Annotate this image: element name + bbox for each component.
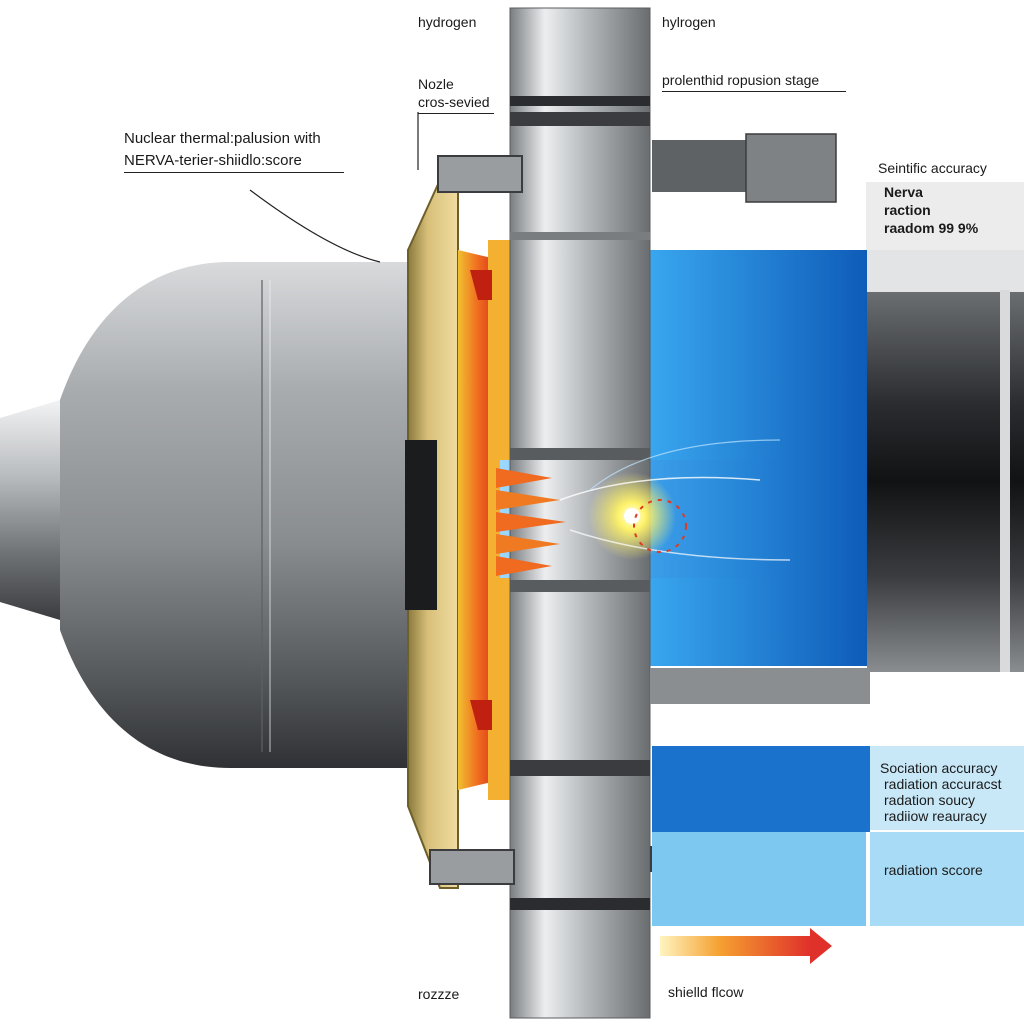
label-shield-flow: shielld flcow (668, 984, 744, 1000)
label-nozzle-line1: Nozle (418, 76, 454, 92)
label-hydrogen-left: hydrogen (418, 14, 477, 30)
label-radom: raadom 99 9% (884, 220, 979, 236)
arrow-right-icon (810, 928, 832, 964)
label-raction: raction (884, 202, 931, 218)
exhaust-sparks (559, 439, 791, 561)
label-hydrogen-right: hylrogen (662, 14, 716, 30)
shield-flow-arrow (660, 928, 832, 964)
panel-line2: radiation accuracst (884, 776, 1002, 792)
panel-line4: radiiow reauracy (884, 808, 987, 824)
leader-lines (249, 112, 419, 263)
label-propulsion-stage: prolenthid ropusion stage (662, 72, 846, 92)
accuracy-panels (652, 182, 1024, 926)
label-nozzle-bottom: rozzze (418, 986, 460, 1002)
thrust-chamber-body (60, 262, 410, 768)
gold-flange (405, 179, 459, 889)
panel-line1: Sociation accuracy (880, 760, 998, 776)
label-nerva: Nerva (884, 184, 923, 200)
pipe-connectors (429, 133, 870, 885)
title-line1: Nuclear thermal:palusion with (124, 130, 321, 147)
panel-line3: radation soucy (884, 792, 976, 808)
fuel-elements (496, 468, 566, 576)
hydrogen-feed-pipe (509, 7, 651, 1019)
nozzle-tip (0, 400, 60, 620)
label-accuracy-header: Seintific accuracy (878, 160, 987, 176)
title-line2: NERVA-terier-shiidlo:score (124, 152, 344, 173)
label-radiation-score: radiation sccore (884, 862, 983, 878)
label-nozzle-line2: cros-sevied (418, 94, 494, 114)
right-cylinder (867, 250, 1024, 672)
